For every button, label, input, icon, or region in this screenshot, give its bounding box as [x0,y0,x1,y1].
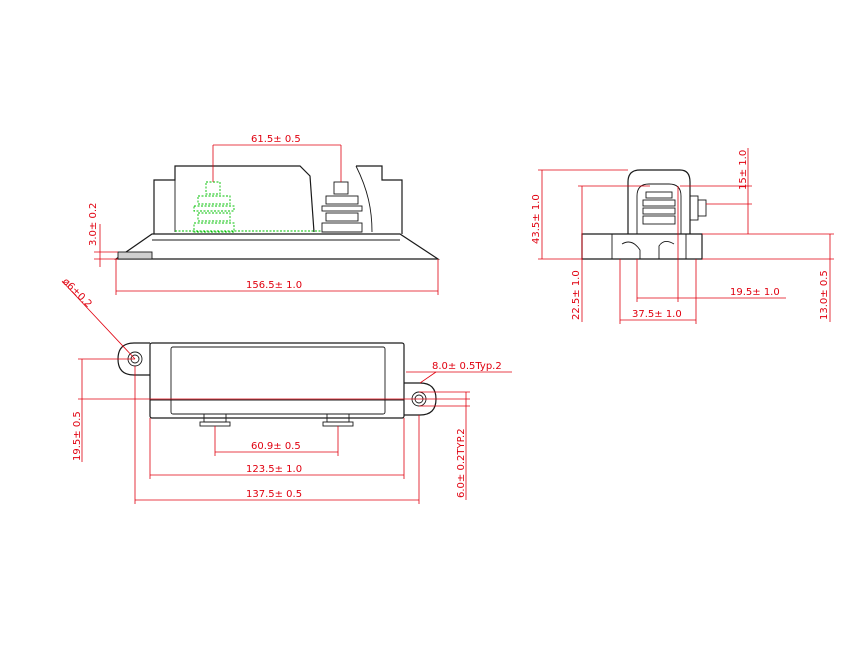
front-dim-bottom: 156.5± 1.0 [115,259,439,295]
side-dim-base-height: 22.5± 1.0 [571,185,650,322]
side-dim-height: 43.5± 1.0 [531,169,628,260]
top-view: ø6±0.2 8.0± 0.5Typ.2 19.5± 0.5 60.9± 0.5 [60,276,512,504]
front-base [114,233,441,260]
front-dim-left: 3.0± 0.2 [88,203,118,267]
side-dim-width: 37.5± 1.0 [619,259,697,324]
front-view: 61.5± 0.5 3.0± 0.2 156.5± 1.0 [88,134,441,295]
top-dim-left: 19.5± 0.5 [72,358,470,462]
side-dim-height-label: 43.5± 1.0 [531,194,542,244]
side-dim-offset: 19.5± 1.0 [636,186,786,302]
top-body [149,342,405,419]
side-view: 43.5± 1.0 15± 1.0 22.5± 1.0 19.5± 1.0 3 [531,148,834,324]
top-dim-hole-label: ø6±0.2 [60,276,94,310]
top-dim-studs: 60.9± 0.5 [214,426,339,456]
top-dim-slot-label: 6.0± 0.2TYP.2 [456,428,467,498]
top-dim-body-label: 123.5± 1.0 [246,464,302,475]
front-stud-left-hidden [175,181,322,233]
side-dim-right: 13.0± 0.5 [702,233,834,322]
side-housing [627,169,691,234]
front-dim-left-label: 3.0± 0.2 [88,203,99,246]
top-dim-left-label: 19.5± 0.5 [72,411,83,461]
front-dim-bottom-label: 156.5± 1.0 [246,280,302,291]
side-dim-right-label: 13.0± 0.5 [819,270,830,320]
top-dim-overall-label: 137.5± 0.5 [246,489,302,500]
side-base [581,233,703,260]
side-dim-offset-label: 19.5± 1.0 [730,287,780,298]
top-dim-body: 123.5± 1.0 [149,418,405,479]
front-dim-top: 61.5± 0.5 [212,134,342,182]
front-housing [153,165,315,234]
top-dim-overall: 137.5± 0.5 [134,366,420,504]
front-dim-top-label: 61.5± 0.5 [251,134,301,145]
side-dim-stud-label: 15± 1.0 [738,150,749,190]
front-stud-right [321,181,363,233]
top-dim-slot: 6.0± 0.2TYP.2 [419,391,470,500]
top-dim-hole: ø6±0.2 [60,276,136,360]
side-dim-stud: 15± 1.0 [680,148,752,234]
top-dim-ear-label: 8.0± 0.5Typ.2 [432,361,502,372]
top-studs [199,413,354,427]
top-dim-studs-label: 60.9± 0.5 [251,441,301,452]
side-dim-width-label: 37.5± 1.0 [632,309,682,320]
top-dim-ear: 8.0± 0.5Typ.2 [406,361,512,384]
side-dim-base-height-label: 22.5± 1.0 [571,270,582,320]
